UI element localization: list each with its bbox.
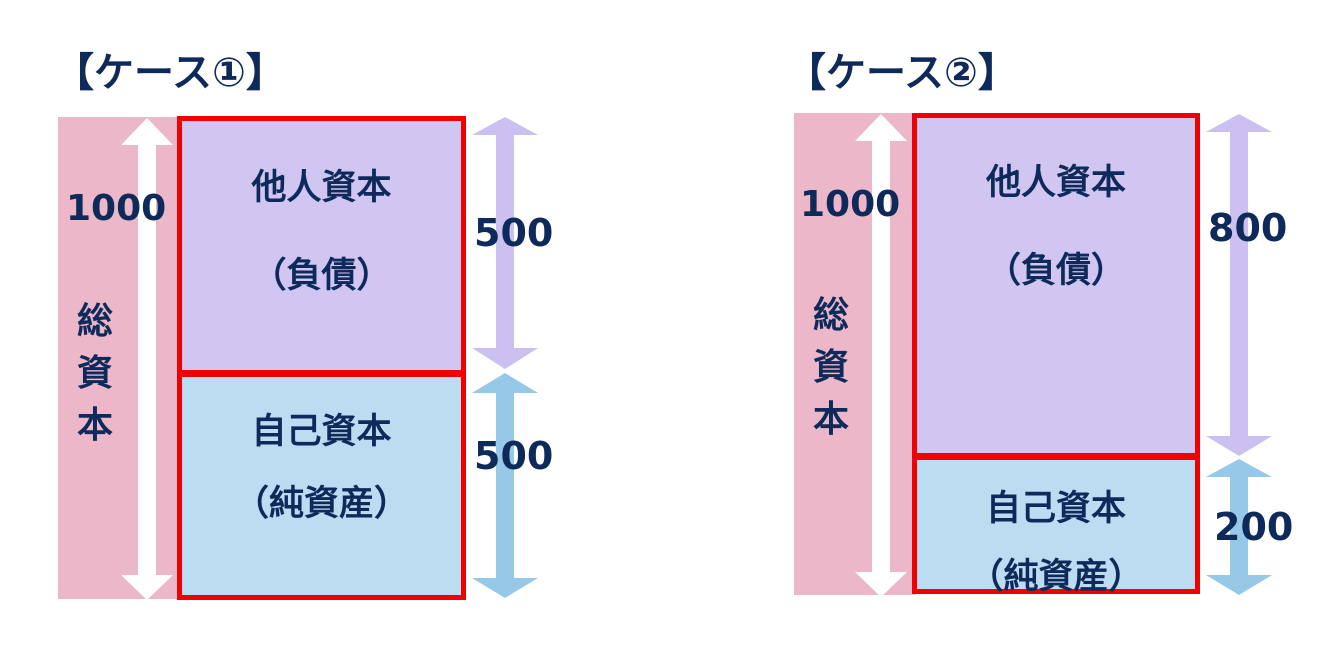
total-capital-label: 総資本 <box>76 301 113 446</box>
debt-subtitle: （負債） <box>985 251 1126 291</box>
debt-value: 500 <box>474 211 554 255</box>
case-1: 【ケース①】 1000 総資本 他人資本 （負債） 自己資本 （純資産） 500… <box>0 0 660 659</box>
total-capital-column <box>58 117 178 599</box>
debt-arrow <box>1206 114 1272 456</box>
case-title: 【ケース②】 <box>786 50 1018 96</box>
equity-value: 500 <box>474 434 554 478</box>
equity-name: 自己資本 <box>251 412 392 452</box>
equity-box: 自己資本 （純資産） <box>177 372 466 600</box>
total-capital-column <box>794 113 916 595</box>
debt-box: 他人資本 （負債） <box>177 116 466 375</box>
total-capital-value: 1000 <box>800 184 901 225</box>
debt-name: 他人資本 <box>251 168 392 208</box>
total-capital-label: 総資本 <box>812 295 849 440</box>
debt-box: 他人資本 （負債） <box>912 113 1200 458</box>
equity-box: 自己資本 （純資産） <box>912 455 1200 597</box>
total-capital-value: 1000 <box>66 188 167 229</box>
equity-value: 200 <box>1214 505 1294 549</box>
total-capital-arrow <box>855 114 907 597</box>
equity-name: 自己資本 <box>985 489 1126 529</box>
total-capital-arrow <box>121 118 173 600</box>
equity-subtitle: （純資産） <box>968 557 1144 597</box>
debt-arrow <box>472 117 538 369</box>
debt-value: 800 <box>1208 206 1288 250</box>
equity-arrow <box>472 373 538 598</box>
debt-subtitle: （負債） <box>251 256 392 296</box>
equity-subtitle: （純資産） <box>233 484 409 524</box>
equity-arrow <box>1206 459 1272 595</box>
debt-name: 他人資本 <box>985 163 1126 203</box>
case-title: 【ケース①】 <box>54 50 286 96</box>
